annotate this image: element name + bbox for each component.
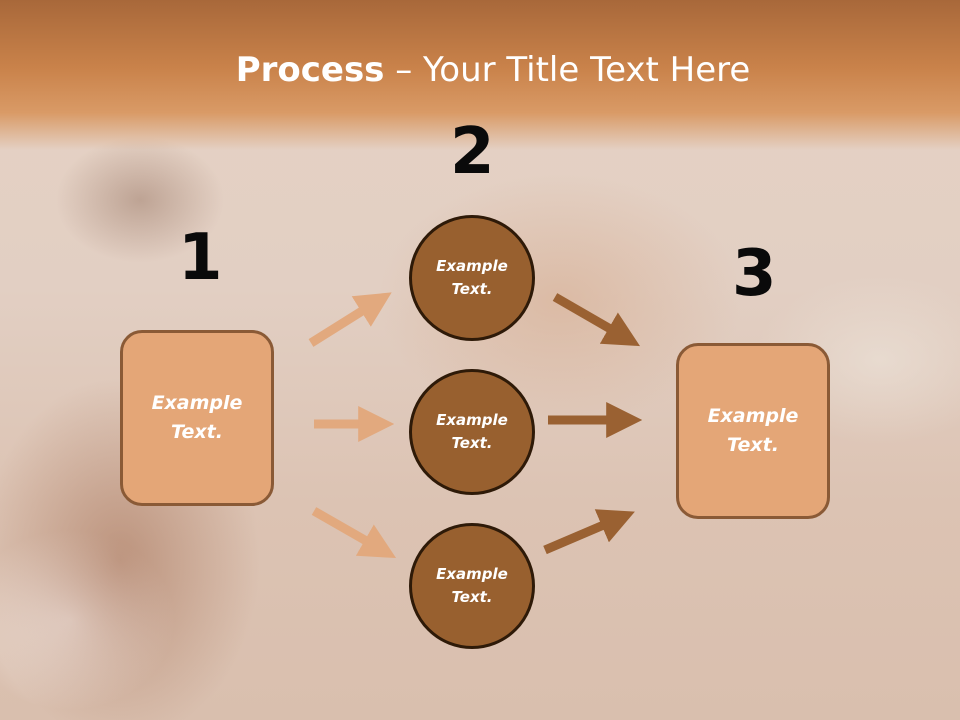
- slide-title: Process – Your Title Text Here: [0, 50, 960, 90]
- circle-middle: Example Text.: [409, 369, 535, 495]
- circle-middle-text: Example Text.: [436, 411, 508, 452]
- circle-top-text: Example Text.: [436, 257, 508, 298]
- arrow-bottom-to-right: [543, 509, 635, 555]
- step-number-1: 1: [178, 221, 223, 295]
- circle-top: Example Text.: [409, 215, 535, 341]
- circle-bottom: Example Text.: [409, 523, 535, 649]
- step-box-left-text: Example Text.: [151, 392, 243, 443]
- arrow-top-to-right: [552, 293, 641, 347]
- title-band: [0, 0, 960, 150]
- step-box-right-text: Example Text.: [707, 405, 799, 456]
- title-rest: – Your Title Text Here: [384, 50, 751, 90]
- step-number-2: 2: [450, 115, 495, 189]
- step-box-right: Example Text.: [676, 343, 830, 519]
- arrow-left-to-top: [308, 292, 392, 347]
- arrow-left-to-bottom: [311, 507, 397, 559]
- title-bold: Process: [235, 50, 385, 90]
- circle-bottom-text: Example Text.: [436, 565, 508, 606]
- step-box-left: Example Text.: [120, 330, 274, 506]
- step-number-3: 3: [732, 237, 777, 311]
